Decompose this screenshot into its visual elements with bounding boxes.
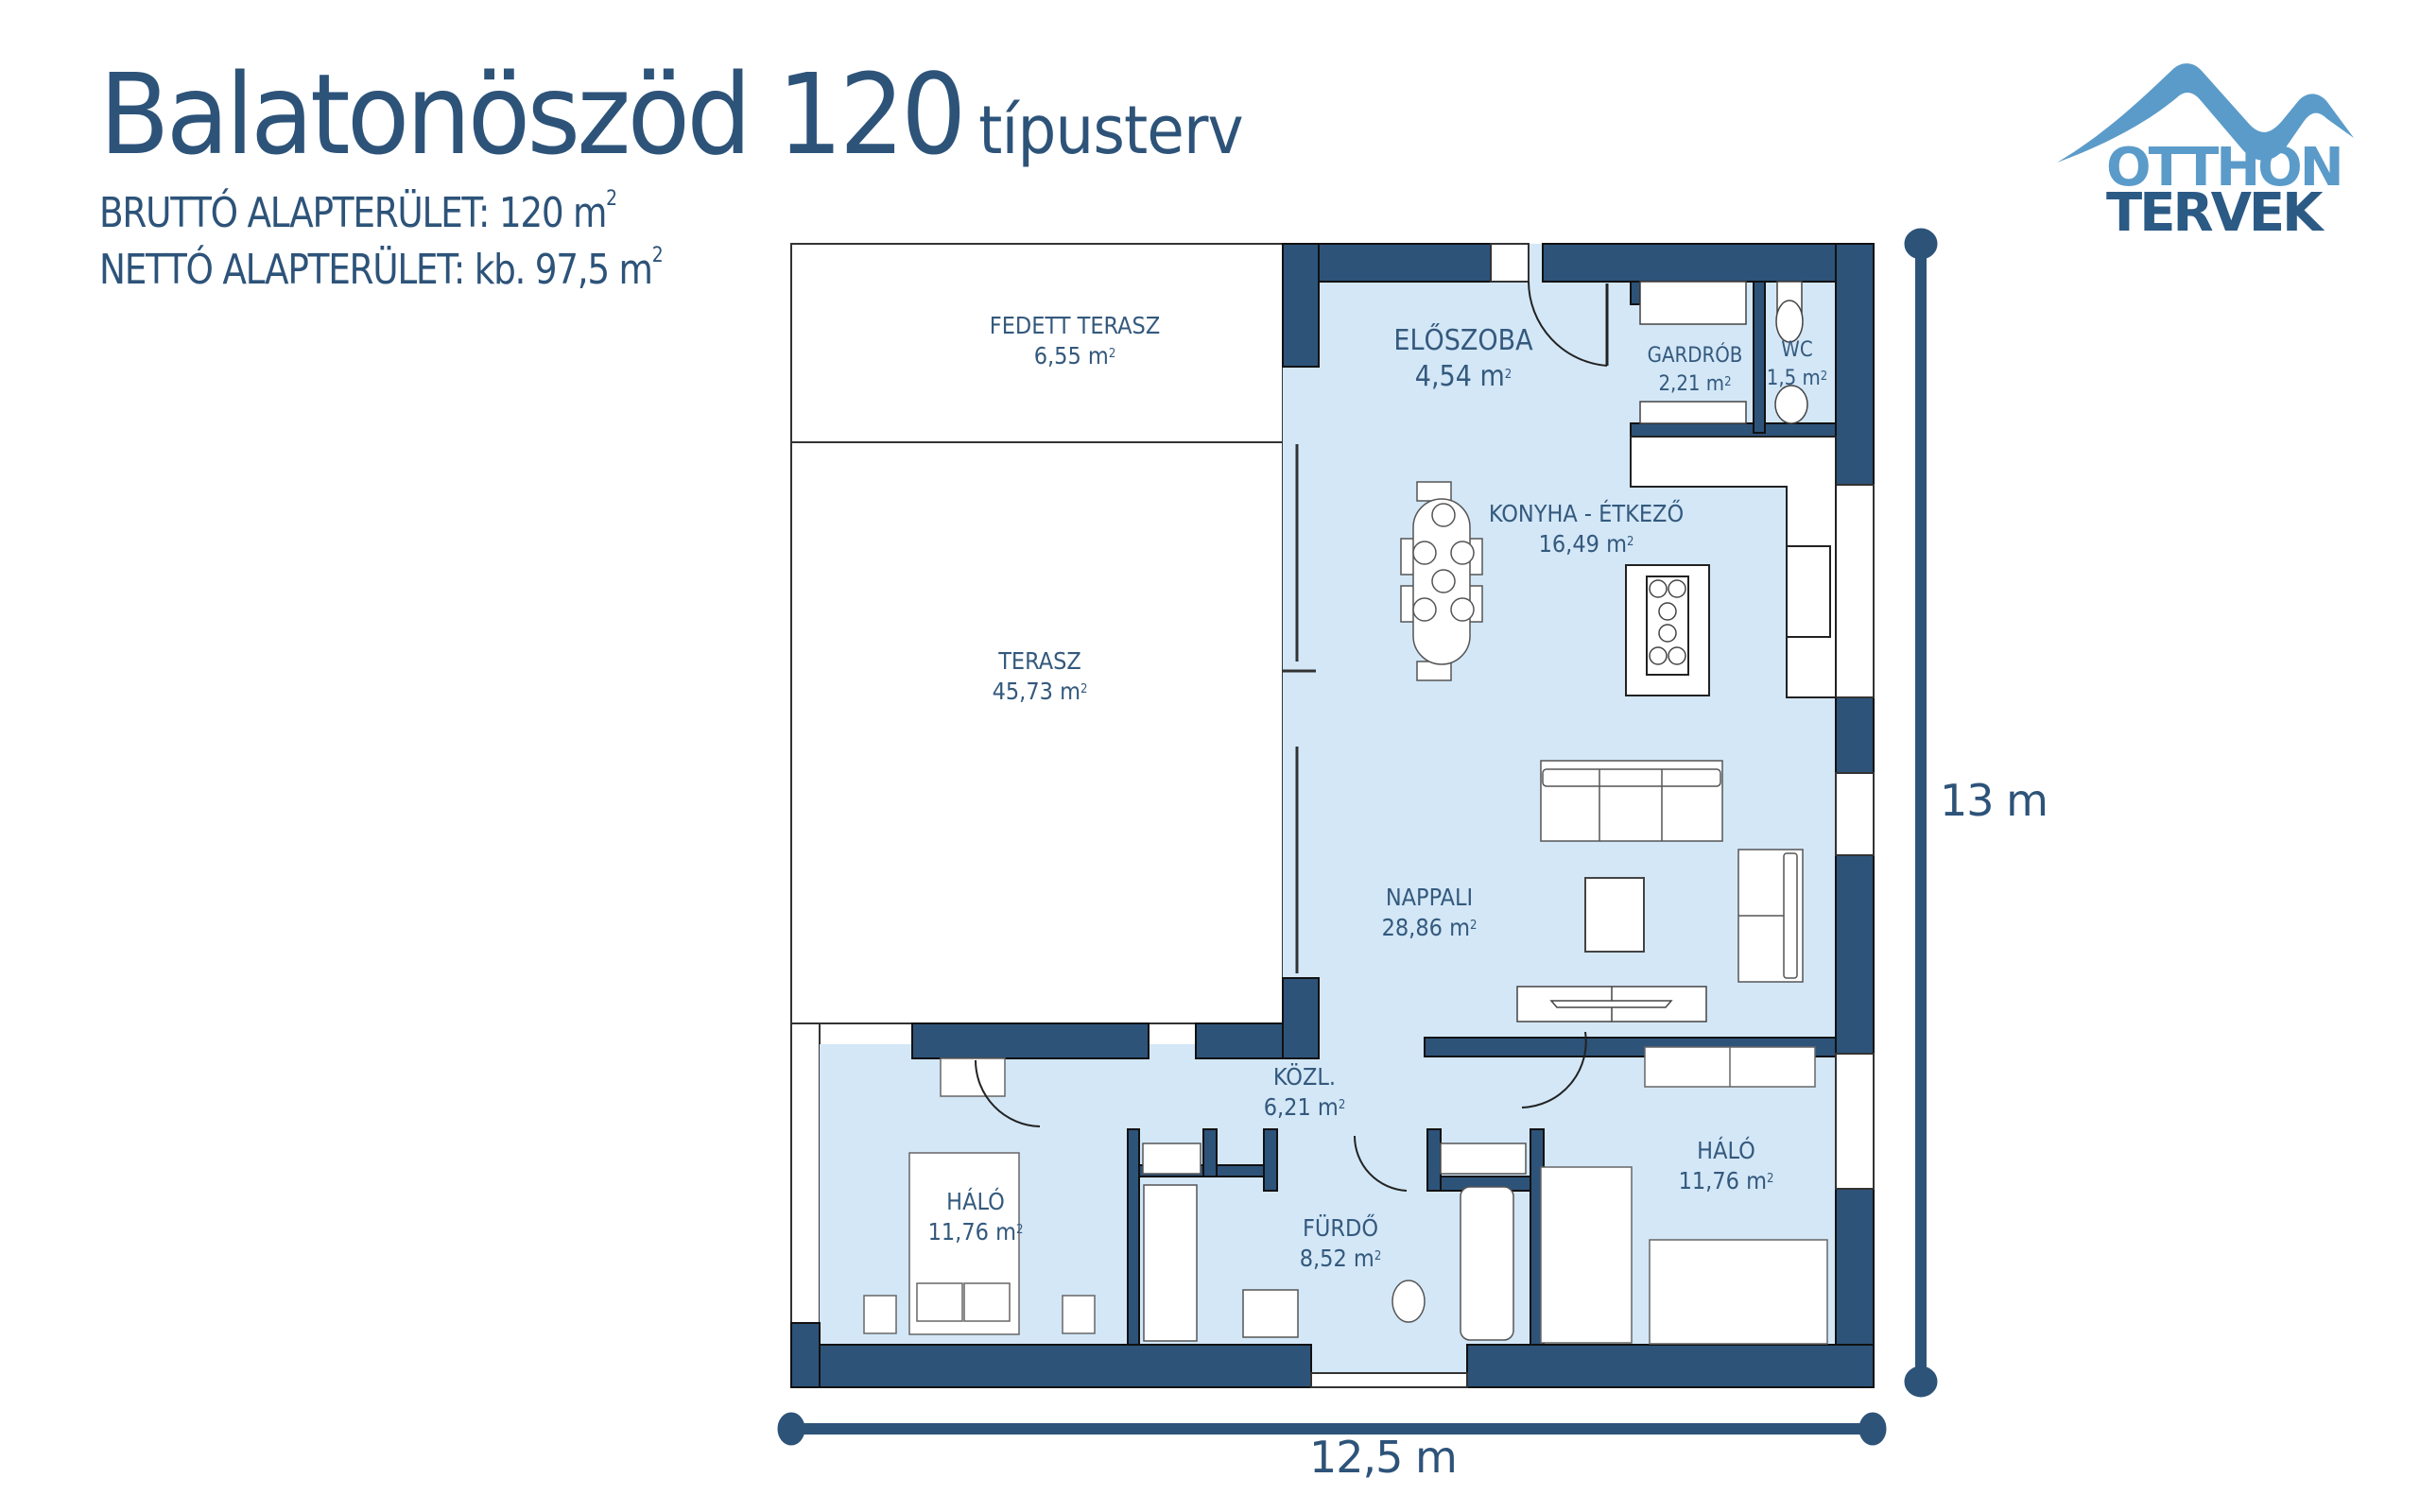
room-area: 45,73 m2 <box>992 678 1088 705</box>
room-konyha-etkezo: KONYHA - ÉTKEZŐ 16,49 m2 <box>1489 499 1684 559</box>
armchair-sofa-icon <box>1737 849 1804 983</box>
room-kozl: KÖZL. 6,21 m2 <box>1264 1062 1346 1123</box>
room-nappali: NAPPALI 28,86 m2 <box>1382 883 1478 943</box>
sofa-icon <box>1540 760 1723 842</box>
room-name: TERASZ <box>998 647 1081 675</box>
wc-toilet-icon <box>1774 281 1808 424</box>
walls <box>790 243 1875 1388</box>
height-dimension-label: 13 m <box>1940 775 2048 826</box>
shower-icon <box>1143 1184 1198 1342</box>
room-furdo: FÜRDŐ 8,52 m2 <box>1300 1213 1382 1274</box>
room-terasz: TERASZ 45,73 m2 <box>993 646 1088 707</box>
room-halo-1: HÁLÓ 11,76 m2 <box>928 1187 1024 1247</box>
mountain-roof-icon <box>2057 63 2354 163</box>
bed-single-icon <box>1540 1046 1828 1345</box>
net-area: NETTÓ ALAPTERÜLET: kb. 97,5 m2 <box>99 246 664 294</box>
width-dimension-label: 12,5 m <box>1309 1432 1458 1483</box>
room-name: KONYHA - ÉTKEZŐ <box>1488 500 1685 527</box>
gross-area-text: BRUTTÓ ALAPTERÜLET: 120 m <box>99 189 607 237</box>
room-area: 4,54 m2 <box>1414 360 1512 393</box>
coffee-table-icon <box>1584 877 1645 953</box>
room-eloszoba: ELŐSZOBA 4,54 m2 <box>1393 323 1532 395</box>
room-name: ELŐSZOBA <box>1393 324 1533 357</box>
door-arcs[interactable] <box>975 1031 1587 1192</box>
room-name: GARDRÓB <box>1647 344 1743 368</box>
room-area: 2,21 m2 <box>1658 372 1732 396</box>
bathtub-icon <box>1460 1186 1514 1341</box>
sliding-doors[interactable] <box>1283 444 1316 973</box>
room-name: KÖZL. <box>1272 1063 1337 1091</box>
room-area: 11,76 m2 <box>1678 1167 1774 1194</box>
net-area-sup: 2 <box>651 244 664 267</box>
room-name: FEDETT TERASZ <box>989 312 1161 339</box>
room-gardrob: GARDRÓB 2,21 m2 <box>1648 342 1743 399</box>
gardrob-shelves <box>1639 281 1747 424</box>
logo-line1: OTTHON <box>2106 137 2344 198</box>
dining-table-icon <box>1400 481 1483 681</box>
room-name: FÜRDŐ <box>1302 1214 1379 1242</box>
room-name: NAPPALI <box>1385 884 1474 911</box>
dimension-lines <box>777 228 1938 1446</box>
gross-area: BRUTTÓ ALAPTERÜLET: 120 m2 <box>99 189 617 234</box>
room-name: HÁLÓ <box>946 1188 1005 1215</box>
net-area-text: NETTÓ ALAPTERÜLET: kb. 97,5 m <box>99 246 653 294</box>
room-fedett-terasz: FEDETT TERASZ 6,55 m2 <box>990 311 1160 371</box>
room-name: HÁLÓ <box>1697 1137 1755 1164</box>
toilet-icon <box>1392 1280 1426 1323</box>
room-area: 11,76 m2 <box>927 1218 1024 1246</box>
stove-burners-icon <box>1649 579 1686 665</box>
entry-door[interactable] <box>1490 243 1609 367</box>
bath-fixtures <box>1142 1143 1527 1342</box>
room-area: 16,49 m2 <box>1538 530 1634 558</box>
washbasin-icon <box>1242 1289 1299 1338</box>
room-area: 1,5 m2 <box>1766 367 1828 390</box>
room-area: 6,21 m2 <box>1263 1093 1346 1121</box>
room-area: 6,55 m2 <box>1033 342 1116 369</box>
title-sub: típusterv <box>978 92 1243 169</box>
title-main: Balatonöszöd 120 <box>99 49 966 180</box>
logo: OTTHON TERVEK <box>2051 57 2373 246</box>
gross-area-sup: 2 <box>606 187 617 211</box>
room-halo-2: HÁLÓ 11,76 m2 <box>1679 1136 1774 1196</box>
tv-stand-icon <box>1516 986 1707 1022</box>
windows <box>1310 484 1875 1388</box>
bed-double-icon <box>863 1057 1096 1335</box>
room-area: 28,86 m2 <box>1381 914 1478 941</box>
room-name: WC <box>1781 338 1813 362</box>
logo-line2: TERVEK <box>2106 182 2324 244</box>
room-area: 8,52 m2 <box>1299 1245 1382 1272</box>
kitchen-counter <box>1625 436 1837 698</box>
room-wc: WC 1,5 m2 <box>1767 336 1827 393</box>
terrace-area <box>790 243 1284 1374</box>
